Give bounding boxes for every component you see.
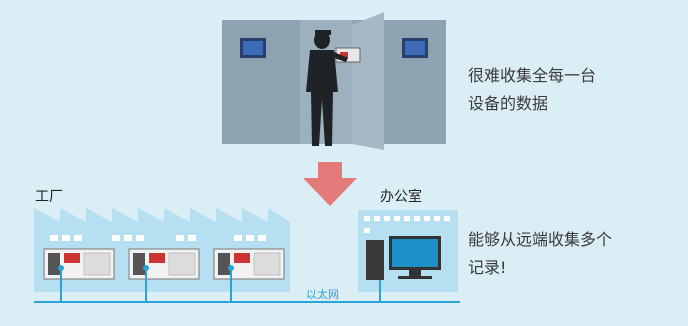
ethernet-label: 以太网 — [306, 288, 339, 301]
top-caption-line1: 很难收集全每一台 — [468, 66, 597, 85]
bottom-caption-line2: 记录! — [468, 258, 507, 277]
factory-label: 工厂 — [35, 189, 63, 205]
office-label: 办公室 — [380, 189, 422, 205]
ethernet-network — [34, 268, 460, 303]
bottom-caption: 能够从远端收集多个 记录! — [468, 226, 668, 282]
top-caption-line2: 设备的数据 — [468, 94, 549, 113]
computer-icon — [366, 236, 441, 280]
bottom-caption-line1: 能够从远端收集多个 — [468, 230, 613, 249]
plc-device-icon — [43, 248, 285, 280]
down-arrow-icon — [303, 162, 357, 206]
top-caption: 很难收集全每一台 设备的数据 — [468, 62, 668, 118]
technician-icon — [306, 30, 348, 146]
